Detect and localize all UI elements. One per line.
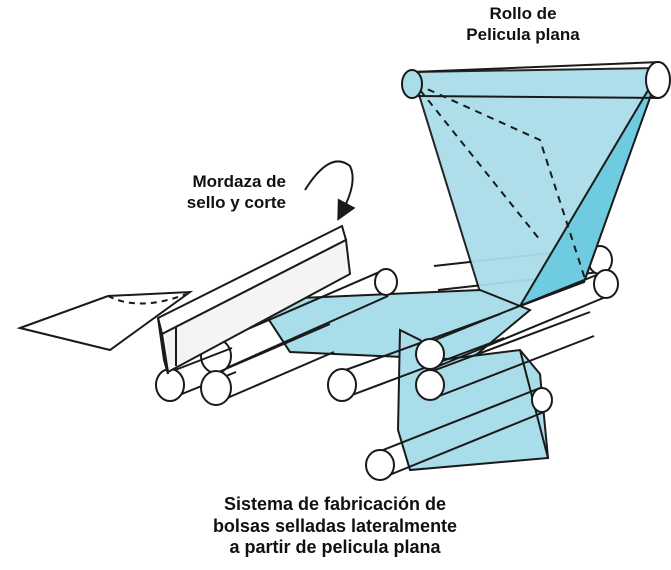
supply-roll-label-line-1: Rollo de (489, 4, 557, 23)
first-nip-rollers (155, 268, 398, 406)
caption-line-3: a partir de pelicula plana (229, 537, 441, 558)
supply-roll-label: Rollo de Pelicula plana (438, 4, 608, 45)
finished-bag (16, 290, 194, 352)
film-web (254, 66, 662, 472)
tension-roller (365, 387, 553, 481)
caption-line-2: bolsas selladas lateralmente (212, 515, 458, 536)
supply-roll-label-line-2: Pelicula plana (466, 24, 580, 44)
jaw-label: Mordaza de sello y corte (148, 172, 286, 213)
second-nip-rollers (415, 269, 619, 401)
seal-cut-jaw (156, 224, 352, 375)
jaw-label-line-1: Mordaza de (192, 172, 286, 191)
jaw-label-line-2: sello y corte (186, 192, 286, 212)
jaw-motion-arrow (304, 160, 356, 221)
diagram-caption: Sistema de fabricación de bolsas sellada… (160, 494, 510, 559)
film-supply-roll (401, 61, 671, 99)
caption-line-1: Sistema de fabricación de (223, 494, 447, 514)
